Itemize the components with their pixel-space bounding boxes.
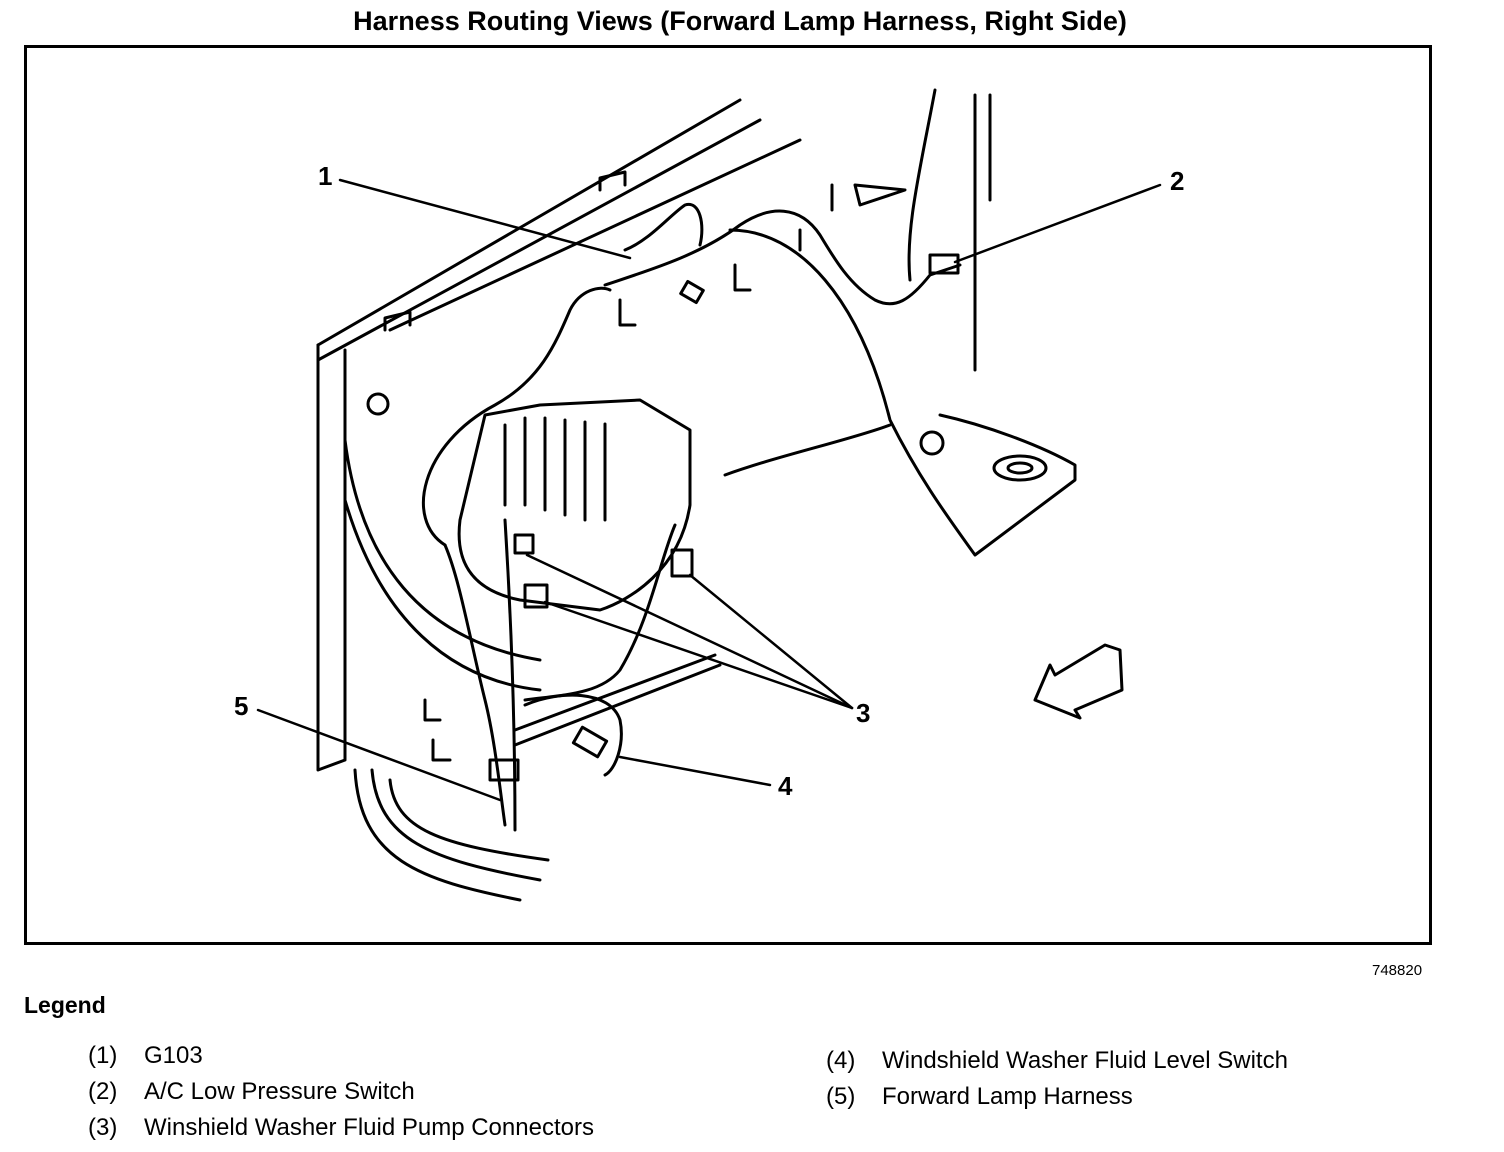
legend-item-3: (3) Winshield Washer Fluid Pump Connector… <box>88 1114 594 1142</box>
leader-1 <box>338 178 632 260</box>
legend-num: (5) <box>826 1083 856 1110</box>
panel-hole <box>366 392 390 416</box>
callout-1: 1 <box>318 161 332 191</box>
inner-fender-floor <box>723 423 892 477</box>
fender-hole <box>919 430 945 456</box>
fender-grommet <box>992 454 1048 482</box>
legend-num: (4) <box>826 1047 856 1074</box>
leader-3c <box>688 573 854 710</box>
leader-2 <box>953 183 1162 264</box>
callout-3: 3 <box>856 698 870 728</box>
connector-lamp <box>488 758 520 782</box>
callout-2: 2 <box>1170 166 1184 196</box>
leader-3a <box>525 553 854 710</box>
connector-pump-2 <box>523 583 549 609</box>
legend-text: Windshield Washer Fluid Level Switch <box>882 1047 1288 1074</box>
legend-num: (2) <box>88 1078 118 1105</box>
legend-num: (1) <box>88 1042 118 1069</box>
main-harness-2 <box>603 209 962 306</box>
diagram-title: Harness Routing Views (Forward Lamp Harn… <box>353 6 1127 36</box>
diagram-frame <box>24 45 1432 945</box>
connector-g103 <box>679 279 705 305</box>
reservoir-outline <box>457 398 692 612</box>
legend-text: Forward Lamp Harness <box>882 1083 1133 1110</box>
inner-fender <box>728 228 1077 557</box>
leader-3b <box>543 600 854 710</box>
legend-item-1: (1) G103 <box>88 1042 203 1070</box>
lower-rail <box>513 653 722 747</box>
figure-number: 748820 <box>1372 962 1423 979</box>
upper-panel <box>316 98 802 362</box>
legend-text: G103 <box>144 1042 203 1069</box>
callout-4: 4 <box>778 771 793 801</box>
callout-5: 5 <box>234 691 248 721</box>
legend-item-5: (5) Forward Lamp Harness <box>826 1083 1133 1111</box>
legend-title: Legend <box>24 992 106 1018</box>
main-harness <box>422 286 612 547</box>
connector-pump-1 <box>513 533 535 555</box>
forward-arrow <box>1033 643 1124 720</box>
level-switch-branch <box>523 693 623 777</box>
lower-bumper <box>353 768 550 902</box>
legend-item-2: (2) A/C Low Pressure Switch <box>88 1078 415 1106</box>
pump-branch <box>523 523 677 702</box>
connector-pump-3 <box>670 548 694 578</box>
reservoir-ribs <box>503 416 607 522</box>
legend-item-4: (4) Windshield Washer Fluid Level Switch <box>826 1047 1288 1075</box>
lamp-harness <box>443 543 507 827</box>
harness-branch-1 <box>623 202 704 252</box>
legend-text: A/C Low Pressure Switch <box>144 1078 415 1105</box>
lamp-harness-2 <box>503 518 517 832</box>
leader-4 <box>618 755 772 787</box>
panel-tabs <box>383 170 627 332</box>
fender-grommet-inner <box>1006 461 1034 475</box>
legend-text: Winshield Washer Fluid Pump Connectors <box>144 1114 594 1141</box>
connector-ac-switch <box>928 253 960 275</box>
legend-num: (3) <box>88 1114 118 1141</box>
clip-marks <box>423 183 907 762</box>
fender-edge <box>907 88 992 372</box>
left-panel <box>316 343 347 772</box>
leader-5 <box>256 708 502 802</box>
connector-level-switch <box>571 725 609 759</box>
fender-well <box>343 438 542 692</box>
